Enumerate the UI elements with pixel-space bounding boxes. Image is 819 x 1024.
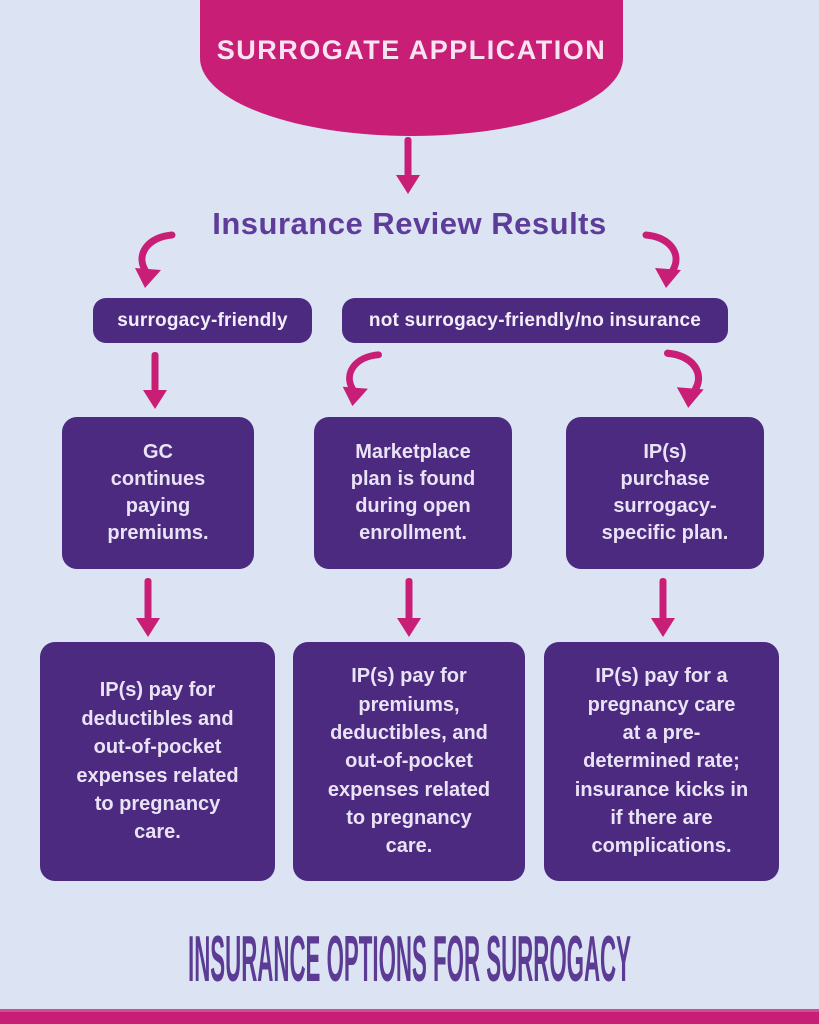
arrow-head xyxy=(651,618,675,637)
flow-box-text: IP(s) pay for a pregnancy care at a pre-… xyxy=(574,665,749,858)
branch-pill-label: not surrogacy-friendly/no insurance xyxy=(368,309,702,331)
arrow-shaft xyxy=(405,578,413,620)
arrow-shaft xyxy=(659,578,667,620)
flow-box-text: IP(s) pay for premiums, deductibles, and… xyxy=(327,665,491,858)
mid-down-arrow-1-icon xyxy=(136,578,160,638)
branch-pill-label: surrogacy-friendly xyxy=(117,309,288,331)
mid-down-arrow-3-icon xyxy=(651,578,675,638)
flow-box-text: IP(s) purchase surrogacy- specific plan. xyxy=(601,441,729,544)
header-title: SURROGATE APPLICATION xyxy=(216,34,607,65)
flow-box-ips-purchase-plan: IP(s) purchase surrogacy- specific plan. xyxy=(566,417,764,569)
flow-box-ips-pay-premiums: IP(s) pay for premiums, deductibles, and… xyxy=(293,642,525,881)
curved-arrow-mid-icon xyxy=(342,351,382,407)
flow-box-ips-pay-deductibles: IP(s) pay for deductibles and out-of-poc… xyxy=(40,642,275,881)
arrow-shaft xyxy=(151,352,159,392)
arrow-shaft xyxy=(404,137,412,177)
footer-accent-bar xyxy=(0,1009,819,1024)
section-heading: Insurance Review Results xyxy=(212,206,607,241)
curved-arrow-far-right-icon xyxy=(663,349,704,408)
mid-down-arrow-2-icon xyxy=(397,578,421,638)
banner-down-arrow-icon xyxy=(396,137,420,195)
arrow-head xyxy=(143,390,167,409)
arrow-head xyxy=(397,618,421,637)
flow-box-ips-pay-predetermined: IP(s) pay for a pregnancy care at a pre-… xyxy=(544,642,779,881)
arrow-head xyxy=(396,175,420,194)
branch-pill-surrogacy-friendly: surrogacy-friendly xyxy=(93,298,312,343)
arrow-shaft xyxy=(144,578,152,620)
footer-title: INSURANCE OPTIONS FOR SURROGACY xyxy=(188,922,631,995)
header-banner: SURROGATE APPLICATION xyxy=(200,0,623,136)
flow-box-marketplace-plan: Marketplace plan is found during open en… xyxy=(314,417,512,569)
arrow-head xyxy=(136,618,160,637)
curved-arrow-left-icon xyxy=(135,231,176,288)
curved-arrow-right-icon xyxy=(642,231,681,288)
flow-box-text: GC continues paying premiums. xyxy=(107,441,209,544)
flow-box-text: Marketplace plan is found during open en… xyxy=(350,441,476,544)
footer-title-graphic: INSURANCE OPTIONS FOR SURROGACY xyxy=(188,922,631,995)
flow-box-gc-continues: GC continues paying premiums. xyxy=(62,417,254,569)
pill-down-arrow-icon xyxy=(143,352,167,410)
branch-pill-not-surrogacy-friendly: not surrogacy-friendly/no insurance xyxy=(342,298,728,343)
flow-box-text: IP(s) pay for deductibles and out-of-poc… xyxy=(76,679,239,844)
